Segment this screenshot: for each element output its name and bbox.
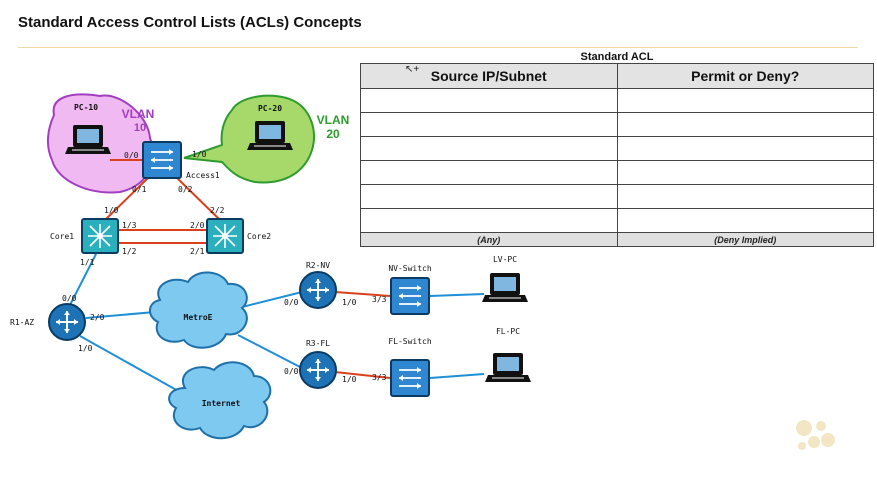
core1-switch-icon[interactable] (81, 218, 119, 254)
port-label: 0/0 (284, 367, 299, 376)
core1-label: Core1 (50, 232, 74, 241)
footer-any: (Any) (360, 232, 618, 247)
nv-switch-icon[interactable] (390, 277, 430, 315)
link-fl-switch-fl-pc (429, 373, 485, 379)
port-label: 2/2 (210, 206, 225, 215)
port-label: 2/0 (190, 221, 205, 230)
port-label: 1/0 (78, 344, 93, 353)
access1-switch-icon[interactable] (142, 141, 182, 179)
acl-table: Source IP/Subnet Permit or Deny? (Any) (… (360, 63, 874, 247)
pc10-label: PC-10 (74, 103, 98, 112)
link-nv-switch-lv-pc (429, 293, 485, 297)
link-core1-r1 (69, 253, 97, 306)
r1-label: R1-AZ (10, 318, 34, 327)
core2-label: Core2 (247, 232, 271, 241)
port-label: 1/2 (122, 247, 137, 256)
lv-pc-laptop-icon[interactable] (482, 273, 528, 302)
table-row (360, 136, 874, 161)
table-cell[interactable] (360, 184, 618, 209)
port-label: 0/0 (284, 298, 299, 307)
port-label: 3/3 (372, 295, 387, 304)
title-divider (18, 47, 858, 48)
vlan10-name: VLAN (122, 107, 155, 121)
port-label: 1/0 (342, 375, 357, 384)
port-label: 1/0 (192, 150, 207, 159)
internet-label: Internet (202, 399, 241, 408)
table-row (360, 88, 874, 113)
vlan20-number: 20 (326, 127, 340, 141)
core2-switch-icon[interactable] (206, 218, 244, 254)
table-cell[interactable] (360, 160, 618, 185)
metro-cloud: MetroE (149, 271, 248, 349)
internet-cloud: Internet (168, 361, 272, 440)
port-label: 1/1 (80, 258, 95, 267)
fl-switch-icon[interactable] (390, 359, 430, 397)
port-label: 1/0 (104, 206, 119, 215)
link-r2-nv-switch (334, 291, 391, 297)
table-cell[interactable] (616, 136, 874, 161)
vlan20-zone (183, 94, 315, 184)
link-r1-internet (79, 335, 181, 393)
table-cell[interactable] (616, 112, 874, 137)
r3-router-icon[interactable] (299, 351, 337, 389)
port-label: 0/0 (124, 151, 139, 160)
access1-label: Access1 (186, 171, 220, 180)
link-metro-r3 (237, 334, 303, 369)
table-row (360, 112, 874, 137)
metro-label: MetroE (184, 313, 213, 322)
pc20-label: PC-20 (258, 104, 282, 113)
r2-router-icon[interactable] (299, 271, 337, 309)
r1-router-icon[interactable] (48, 303, 86, 341)
table-row (360, 160, 874, 185)
vlan20-name: VLAN (317, 113, 350, 127)
r2-label: R2-NV (306, 261, 330, 270)
port-label: 3/3 (372, 373, 387, 382)
nv-switch-label: NV-Switch (388, 264, 432, 273)
cursor-icon: ↖+ (405, 64, 420, 75)
link-metro-r2 (237, 291, 303, 309)
table-cell[interactable] (360, 88, 618, 113)
port-label: 2/1 (190, 247, 205, 256)
vlan10-number: 10 (134, 122, 146, 134)
link-access1-core1 (104, 175, 151, 221)
link-r1-metro (85, 311, 156, 319)
table-cell[interactable] (616, 184, 874, 209)
port-label: 0/2 (178, 185, 193, 194)
fl-pc-laptop-icon[interactable] (485, 353, 531, 382)
table-cell[interactable] (616, 160, 874, 185)
acl-table-heading: Standard ACL (580, 51, 654, 63)
lv-pc-label: LV-PC (493, 255, 517, 264)
table-cell[interactable] (360, 208, 618, 233)
link-access1-core2 (174, 175, 221, 221)
brand-logo-icon (796, 420, 835, 450)
table-row (360, 184, 874, 209)
column-header-source: Source IP/Subnet (360, 63, 618, 89)
port-label: 2/0 (90, 313, 105, 322)
r3-label: R3-FL (306, 339, 330, 348)
port-label: 0/1 (132, 185, 147, 194)
fl-switch-label: FL-Switch (388, 337, 432, 346)
page-title: Standard Access Control Lists (ACLs) Con… (18, 14, 362, 31)
table-footer-row: (Any) (Deny Implied) (360, 232, 874, 247)
link-r3-fl-switch (334, 371, 391, 379)
fl-pc-label: FL-PC (496, 327, 520, 336)
port-label: 0/0 (62, 294, 77, 303)
port-label: 1/3 (122, 221, 137, 230)
footer-deny-implied: (Deny Implied) (616, 232, 874, 247)
port-label: 1/0 (342, 298, 357, 307)
